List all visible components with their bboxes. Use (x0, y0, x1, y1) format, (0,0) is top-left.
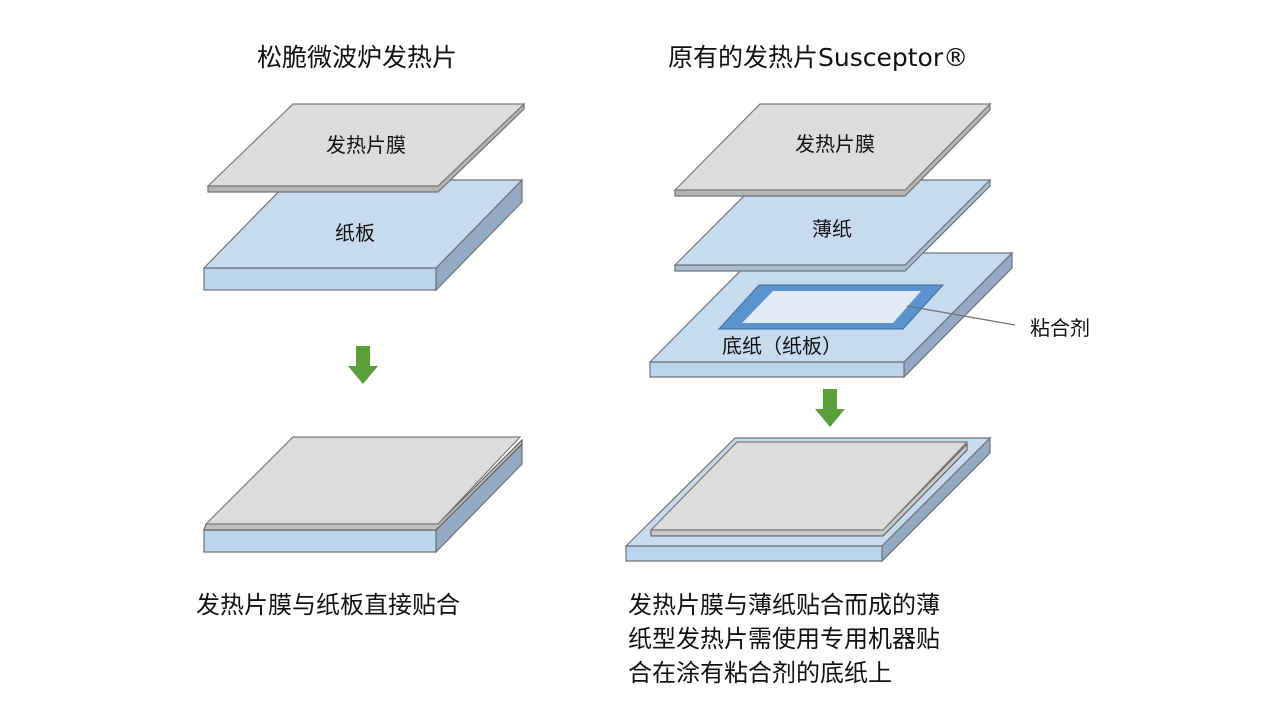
right-caption: 发热片膜与薄纸贴合而成的薄 纸型发热片需使用专用机器贴 合在涂有粘合剂的底纸上 (628, 588, 940, 690)
right-caption-line: 合在涂有粘合剂的底纸上 (628, 659, 892, 687)
right-base-label: 底纸（纸板） (722, 334, 842, 358)
right-base-board: 粘合剂 底纸（纸板） (648, 251, 1090, 379)
right-result-film-top (649, 441, 969, 531)
right-thin-paper-label: 薄纸 (812, 217, 852, 241)
right-thin-paper-top (673, 179, 992, 266)
right-base-front (649, 361, 905, 378)
right-result (624, 436, 992, 563)
adhesive-label: 粘合剂 (1030, 316, 1090, 340)
right-film-label: 发热片膜 (795, 132, 875, 156)
right-thin-paper: 薄纸 (673, 178, 992, 272)
right-caption-line: 纸型发热片需使用专用机器贴 (628, 625, 940, 653)
left-caption: 发热片膜与纸板直接贴合 (196, 591, 460, 619)
left-film: 发热片膜 (206, 102, 526, 193)
arrow-down-icon (815, 389, 845, 427)
right-caption-line: 发热片膜与薄纸贴合而成的薄 (628, 591, 940, 619)
left-result-film-top (204, 436, 522, 525)
left-result-board-front (203, 529, 437, 553)
left-board-top (202, 179, 524, 269)
left-board-label: 纸板 (335, 221, 375, 245)
left-result (203, 436, 523, 554)
adhesive-inner (742, 291, 921, 323)
right-film: 发热片膜 (673, 102, 992, 197)
left-board: 纸板 (202, 178, 524, 292)
adhesive-leader-line (906, 305, 1016, 326)
left-film-label: 发热片膜 (326, 133, 406, 157)
right-film-top (673, 103, 992, 191)
left-title: 松脆微波炉发热片 (257, 43, 458, 72)
arrow-down-icon (348, 346, 378, 384)
left-film-top (206, 103, 526, 187)
left-board-front (203, 267, 437, 291)
right-result-base-front (625, 545, 883, 562)
right-title: 原有的发热片Susceptor® (668, 43, 969, 72)
